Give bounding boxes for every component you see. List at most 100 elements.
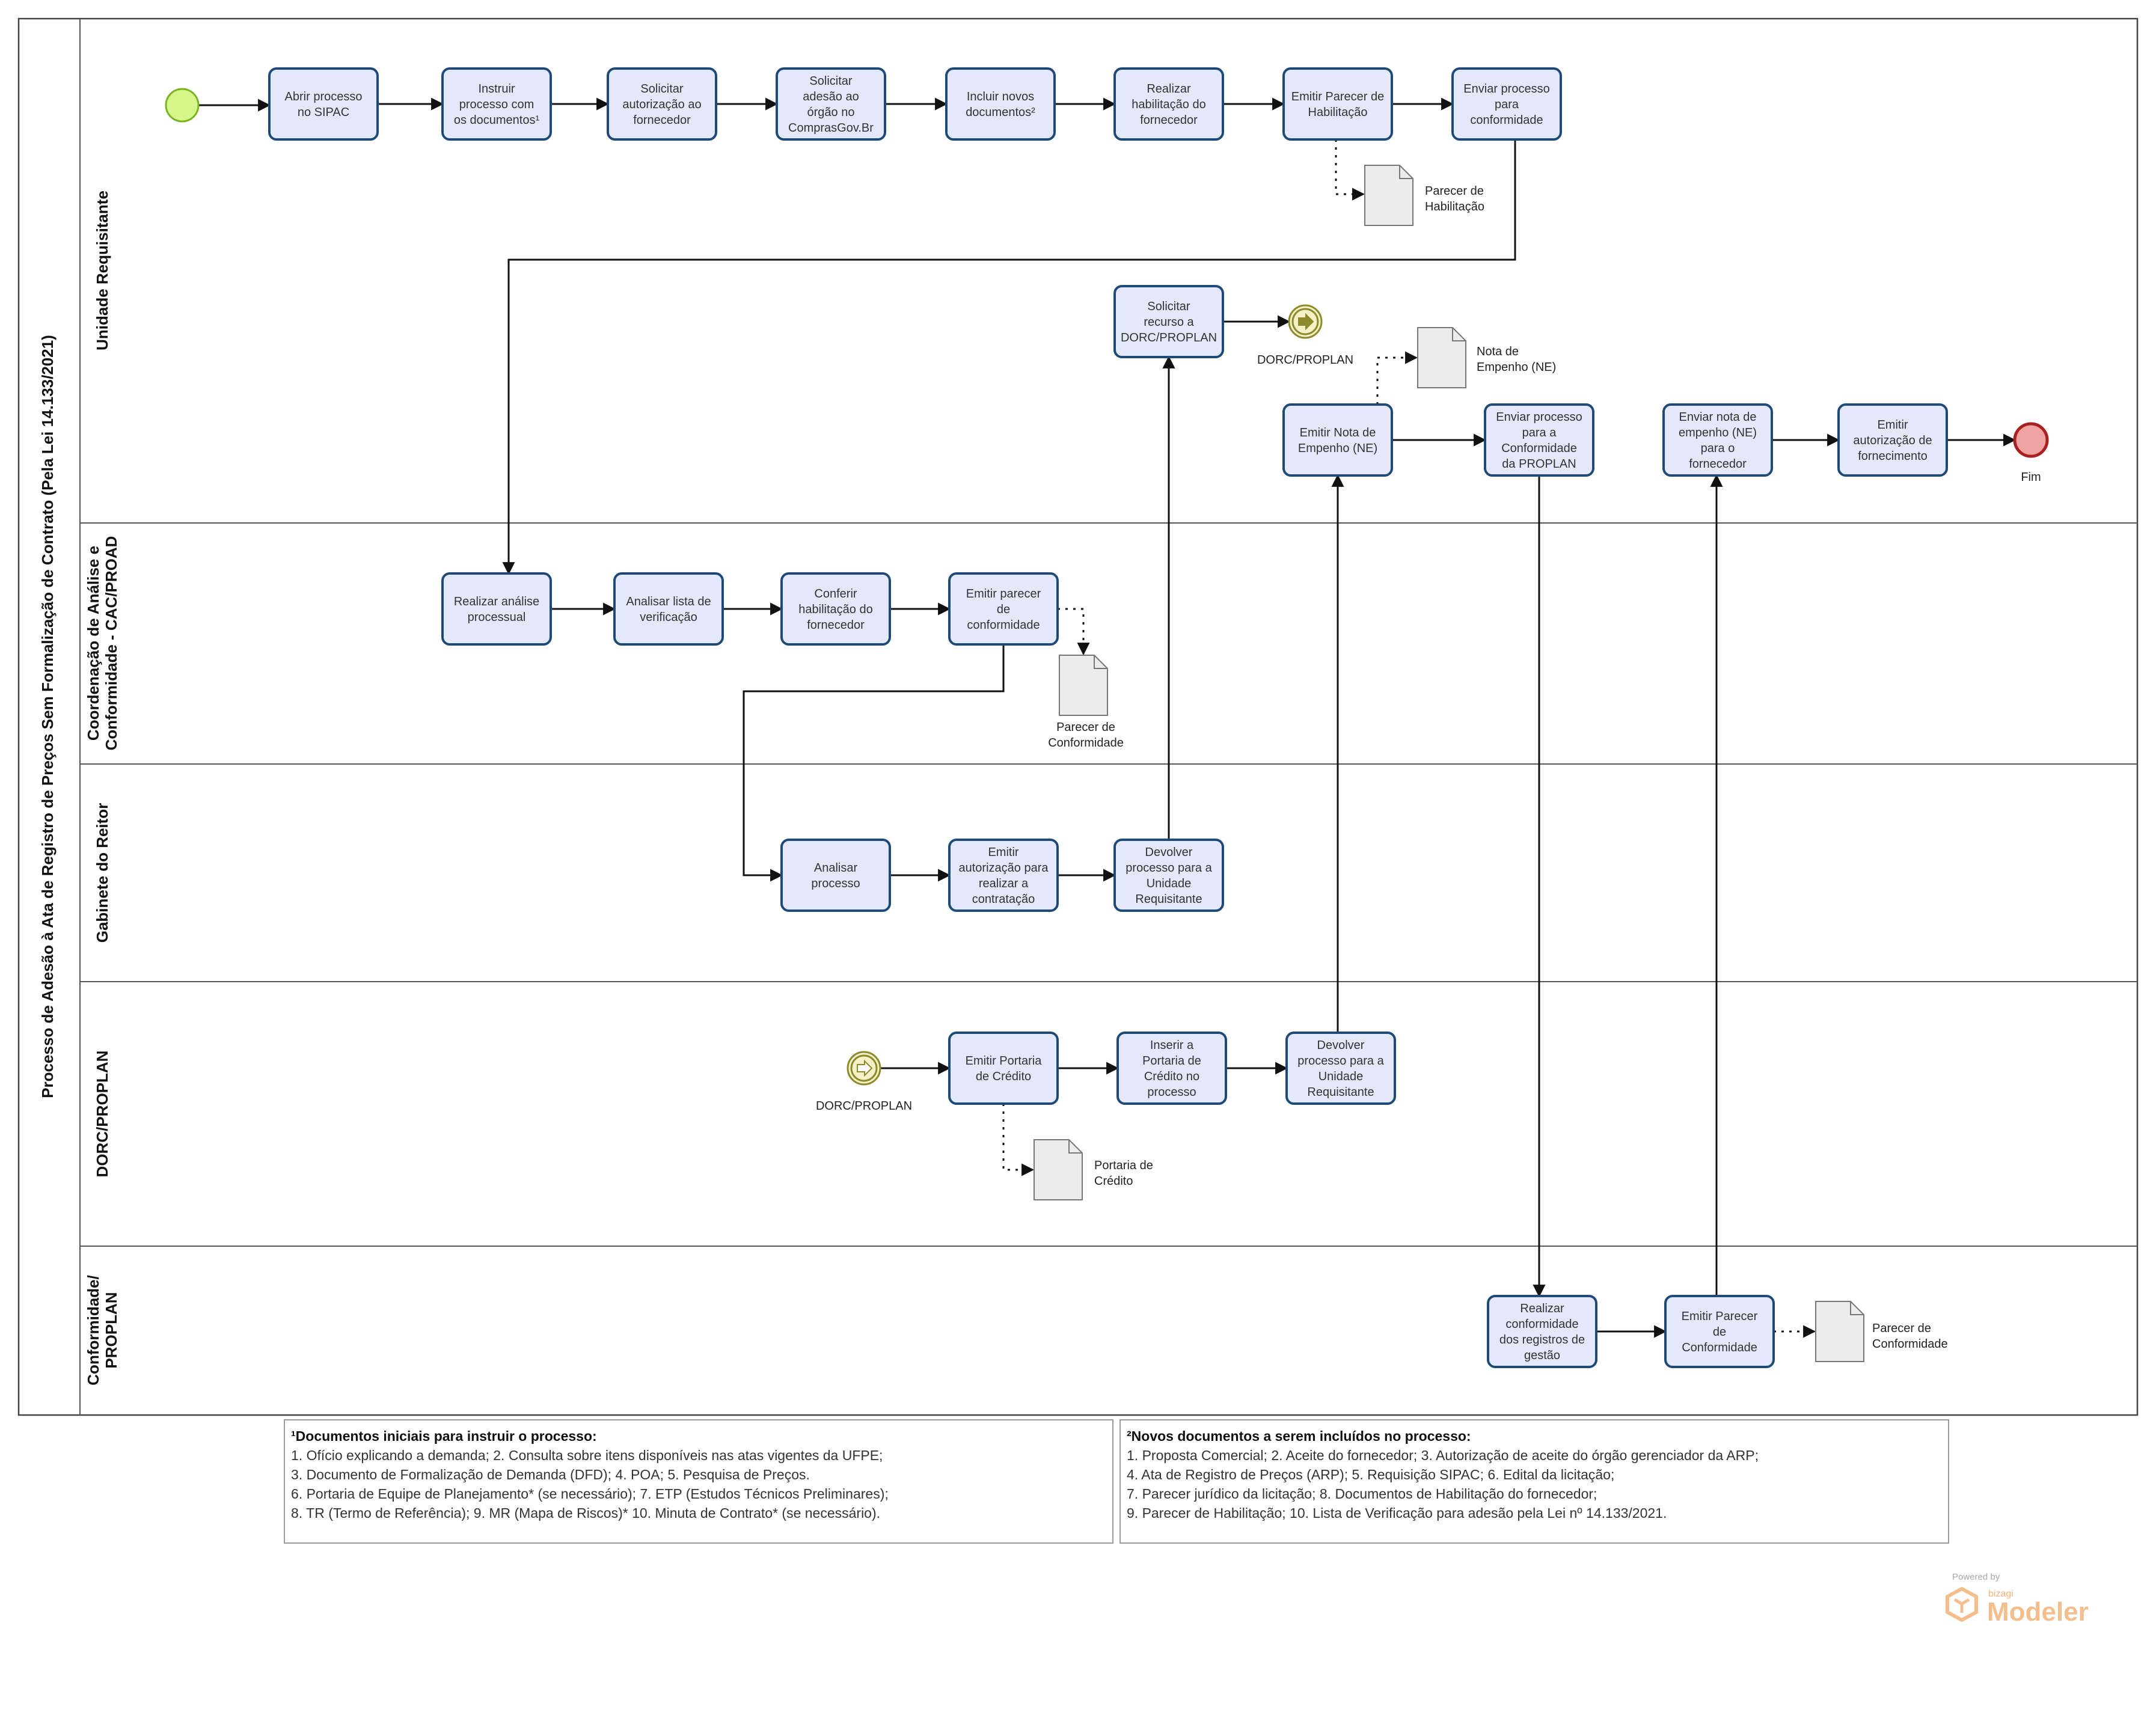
text-line: para: [1495, 98, 1519, 111]
text-line: Parecer de: [1425, 185, 1484, 198]
note-title: ²Novos documentos a serem incluídos no p…: [1127, 1428, 1471, 1444]
text-line: Emitir Parecer: [1682, 1310, 1758, 1323]
task-box[interactable]: [780, 839, 891, 912]
message-event-inner: [1291, 308, 1319, 335]
task-box[interactable]: [1837, 403, 1948, 477]
task-box[interactable]: [1282, 403, 1393, 477]
text-line: Emitir Nota de: [1300, 426, 1376, 439]
note-line: 3. Documento de Formalização de Demanda …: [291, 1467, 810, 1482]
document-icon: [1417, 327, 1466, 388]
task-box[interactable]: [948, 1032, 1059, 1105]
text-line: fornecedor: [633, 114, 691, 127]
note-line: 7. Parecer jurídico da licitação; 8. Doc…: [1127, 1486, 1597, 1502]
text-line: DORC/PROPLAN: [93, 1051, 111, 1178]
text-line: de: [997, 603, 1010, 616]
event-end: Fim: [2013, 422, 2049, 484]
task-box[interactable]: [1451, 67, 1562, 141]
text-line: de: [1713, 1325, 1726, 1339]
text-line: Conformidade: [1682, 1341, 1757, 1354]
event-msg_end: DORC/PROPLAN: [1257, 304, 1353, 367]
note-line: 9. Parecer de Habilitação; 10. Lista de …: [1127, 1505, 1667, 1521]
task-box[interactable]: [1113, 839, 1224, 912]
task-box[interactable]: [1113, 67, 1224, 141]
text-line: realizar a: [979, 877, 1029, 890]
text-line: Realizar: [1147, 82, 1191, 96]
text-line: da PROPLAN: [1502, 457, 1576, 471]
text-line: processo com: [459, 98, 534, 111]
task-box[interactable]: [1285, 1032, 1396, 1105]
task-box[interactable]: [945, 67, 1056, 141]
task-box[interactable]: [948, 572, 1059, 646]
task-box[interactable]: [776, 67, 886, 141]
text-line: Portaria de: [1094, 1159, 1153, 1172]
task-box[interactable]: [441, 67, 552, 141]
task-box[interactable]: [1484, 403, 1594, 477]
task-box[interactable]: [948, 839, 1059, 912]
document-icon: [1815, 1301, 1864, 1362]
event-msg_start: DORC/PROPLAN: [816, 1051, 912, 1113]
text-line: Conformidade: [1872, 1337, 1948, 1351]
task-box[interactable]: [1487, 1295, 1597, 1368]
text-line: Solicitar: [1147, 300, 1190, 313]
lane-title: Coordenação de Análise eConformidade - C…: [84, 536, 120, 751]
task-box[interactable]: [607, 67, 717, 141]
text-line: autorização ao: [622, 98, 701, 111]
task-box[interactable]: [1116, 1032, 1227, 1105]
task-box[interactable]: [613, 572, 724, 646]
text-line: conformidade: [1505, 1318, 1578, 1331]
text-line: processo: [811, 877, 860, 890]
text-line: Realizar: [1520, 1302, 1564, 1315]
task-box[interactable]: [1282, 67, 1393, 141]
text-line: fornecedor: [1689, 457, 1747, 471]
text-line: recurso a: [1144, 316, 1194, 329]
task-box[interactable]: [1662, 403, 1773, 477]
start-event-icon: [165, 88, 200, 123]
association: [1335, 139, 1365, 201]
text-line: Requisitante: [1307, 1086, 1374, 1099]
text-line: Parecer de: [1872, 1322, 1931, 1335]
text-line: Solicitar: [809, 75, 852, 88]
text-line: empenho (NE): [1679, 426, 1757, 439]
task-box[interactable]: [268, 67, 379, 141]
text-line: gestão: [1524, 1349, 1560, 1362]
task-box[interactable]: [441, 572, 552, 646]
text-line: processo para a: [1297, 1054, 1384, 1068]
task-box[interactable]: [1113, 285, 1224, 358]
task-box[interactable]: [780, 572, 891, 646]
task-box[interactable]: [1664, 1295, 1775, 1368]
